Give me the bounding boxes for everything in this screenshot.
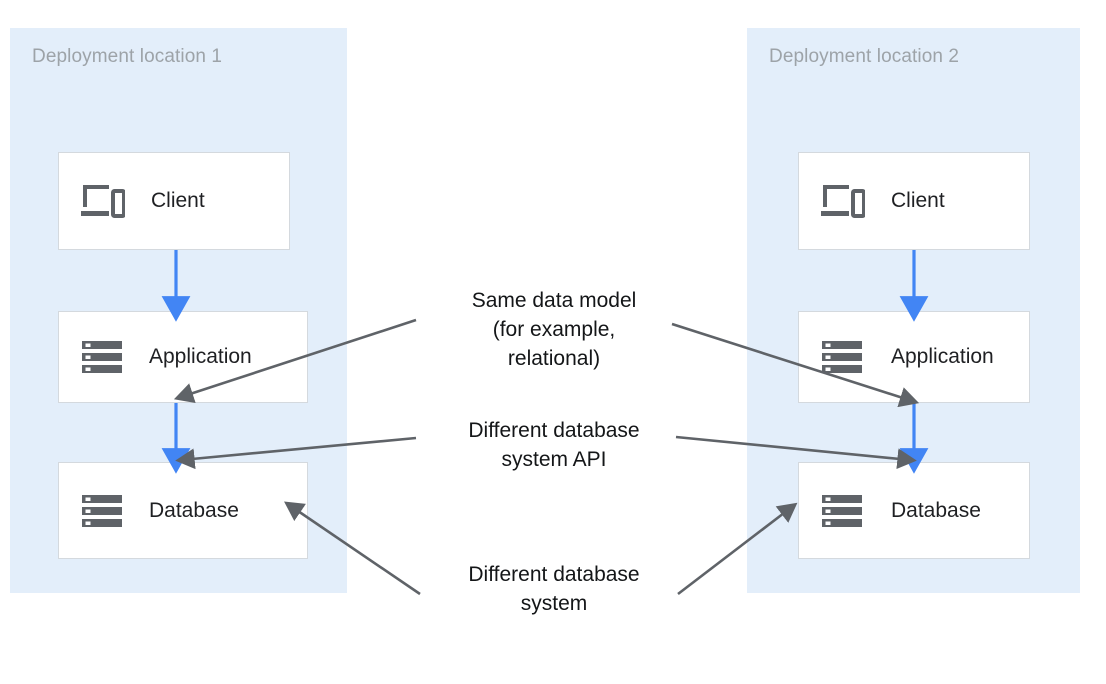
node-database-location-1[interactable]: Database — [58, 462, 308, 559]
annotation-different-database-system: Different database system — [468, 563, 640, 615]
annotation-different-database-system-api: Different database system API — [468, 419, 640, 471]
devices-icon — [819, 181, 866, 221]
server-icon — [79, 491, 125, 531]
node-application-location-2[interactable]: Application — [798, 311, 1030, 403]
server-icon — [819, 337, 865, 377]
node-label: Client — [891, 189, 945, 212]
node-application-location-1[interactable]: Application — [58, 311, 308, 403]
node-database-location-2[interactable]: Database — [798, 462, 1030, 559]
node-label: Database — [149, 498, 239, 522]
server-icon — [819, 491, 865, 531]
node-label: Database — [891, 498, 981, 522]
server-icon — [79, 337, 125, 377]
node-label: Application — [891, 345, 994, 368]
node-client-location-1[interactable]: Client — [58, 152, 290, 250]
node-client-location-2[interactable]: Client — [798, 152, 1030, 250]
node-label: Client — [151, 189, 205, 212]
node-label: Application — [149, 345, 252, 368]
deployment-location-2-label: Deployment location 2 — [769, 46, 960, 67]
annotation-same-data-model: Same data model (for example, relational… — [471, 289, 637, 370]
deployment-location-1-label: Deployment location 1 — [32, 46, 223, 67]
devices-icon — [79, 181, 126, 221]
